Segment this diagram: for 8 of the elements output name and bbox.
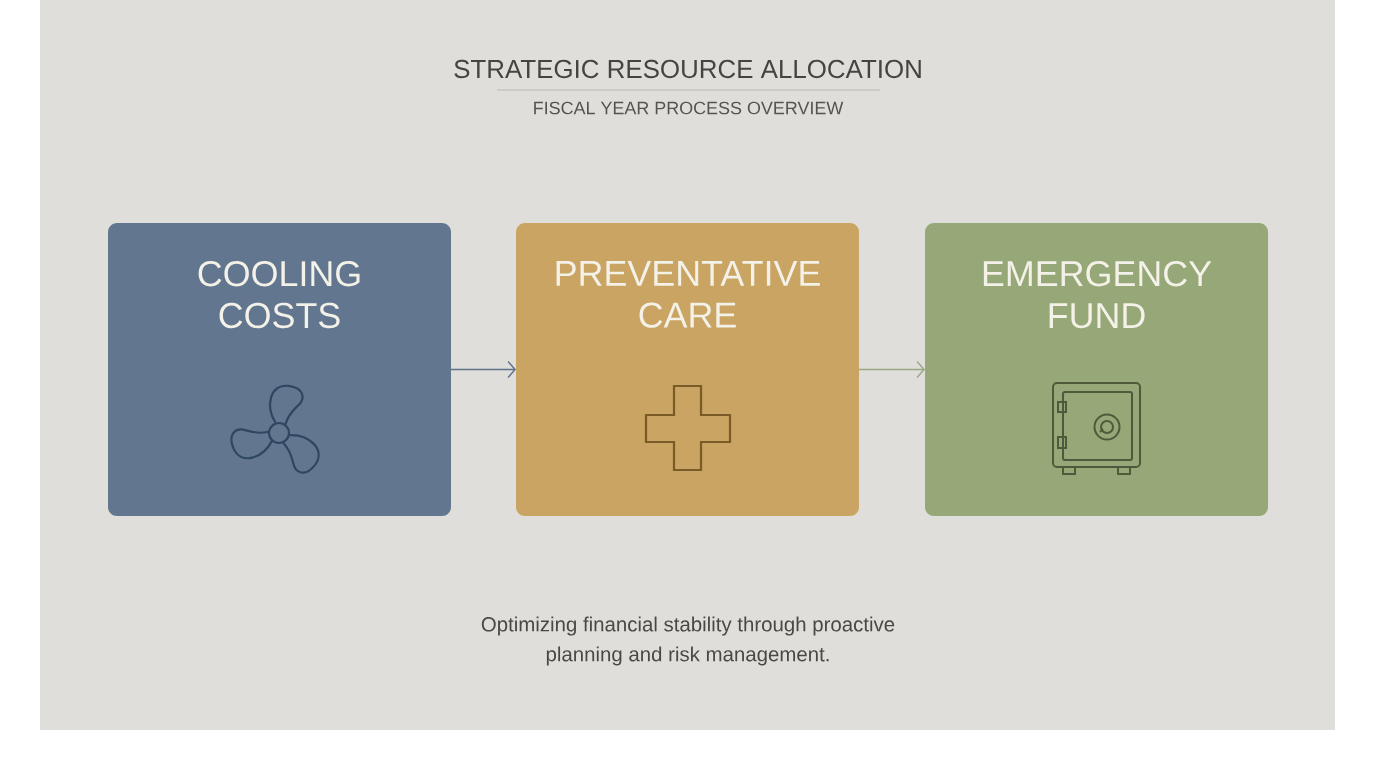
process-box: COOLING COSTS xyxy=(108,223,451,516)
title: STRATEGIC RESOURCE ALLOCATION xyxy=(454,59,921,79)
subtitle: FISCAL YEAR PROCESS OVERVIEW xyxy=(534,101,844,115)
arrow xyxy=(450,360,516,379)
caption: Optimizing financial stability through proactive planning and risk management. xyxy=(481,616,895,666)
process-box: EMERGENCY FUND xyxy=(925,223,1268,516)
process-box: PREVENTATIVE CARE xyxy=(516,223,859,516)
arrow xyxy=(858,360,925,379)
